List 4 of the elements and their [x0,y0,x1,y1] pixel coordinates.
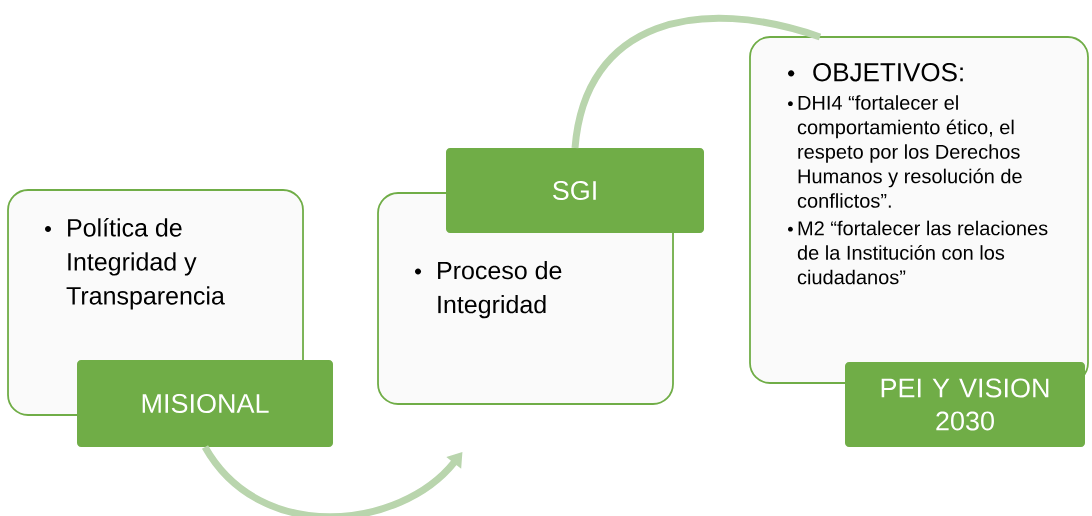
label-box: SGI [446,148,704,233]
curved-arrow [202,445,463,516]
label-box: PEI Y VISION 2030 [845,362,1085,447]
label-box: MISIONAL [77,360,333,447]
